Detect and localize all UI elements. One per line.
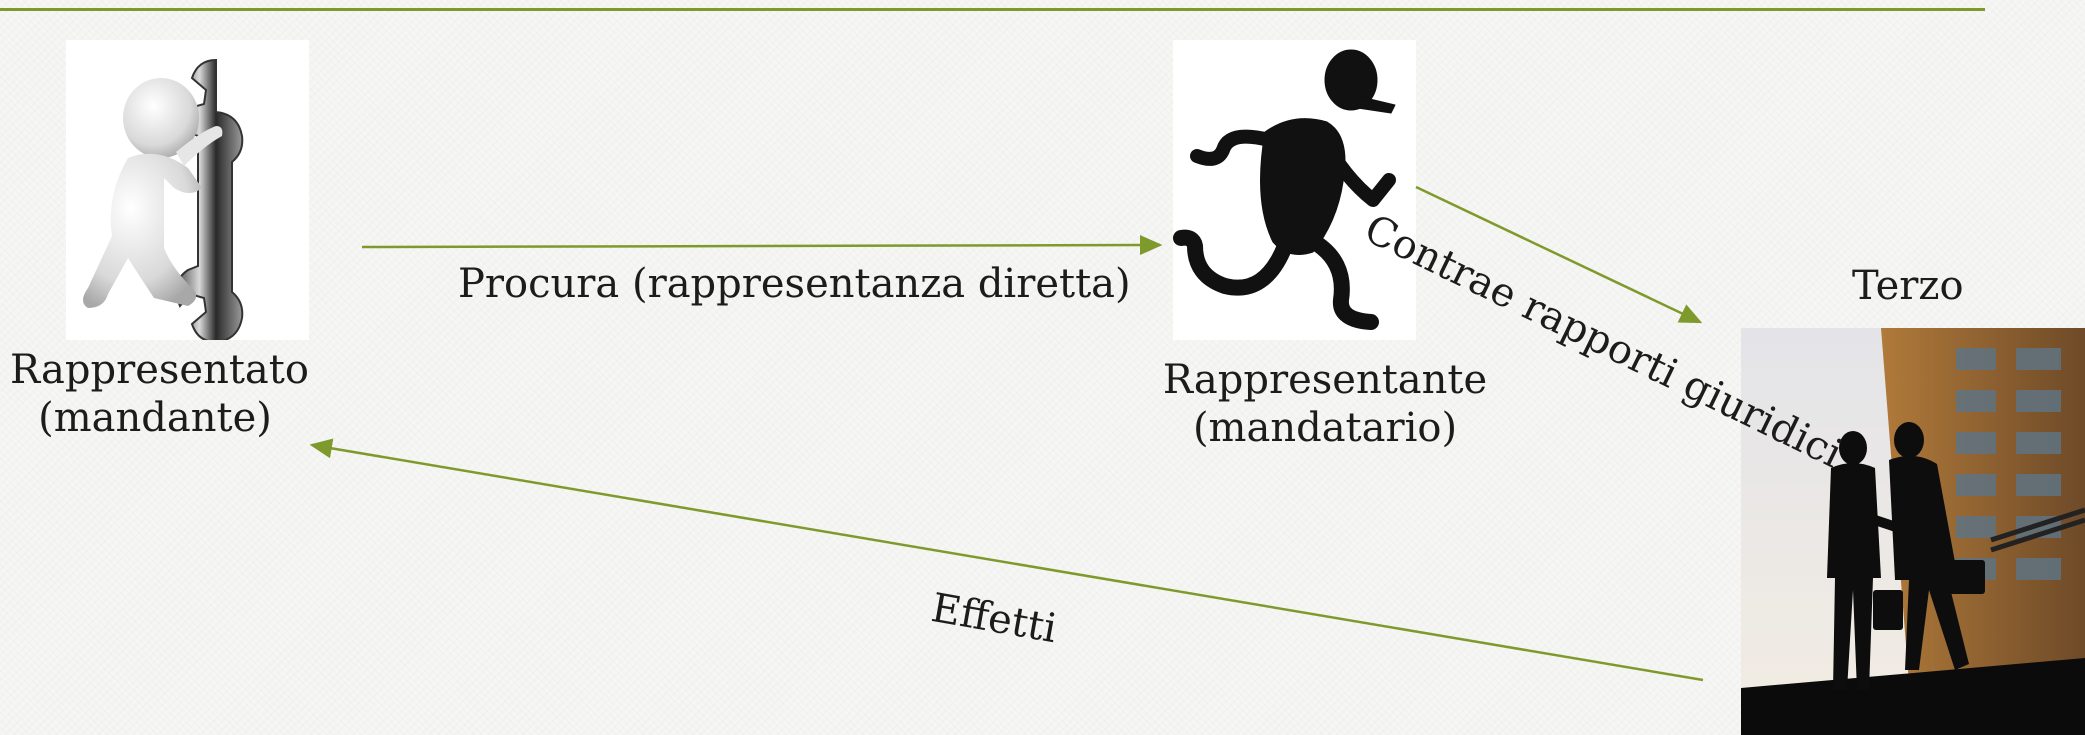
principal-label-line2: (mandante) bbox=[38, 395, 272, 441]
agent-label-line2: (mandatario) bbox=[1192, 405, 1458, 451]
running-man-icon bbox=[1173, 49, 1396, 330]
effects-edge-label: Effetti bbox=[927, 584, 1061, 653]
mandate-edge-label: Procura (rappresentanza diretta) bbox=[458, 261, 1131, 307]
principal-label: Rappresentato (mandante) bbox=[10, 346, 309, 442]
business-handshake-photo bbox=[1741, 328, 2085, 735]
principal-figure bbox=[66, 40, 309, 344]
person-with-wrench-icon bbox=[83, 58, 244, 344]
agent-label: Rappresentante (mandatario) bbox=[1160, 356, 1490, 452]
agent-label-line1: Rappresentante bbox=[1162, 357, 1488, 403]
top-accent-rule bbox=[0, 8, 1985, 11]
agent-figure bbox=[1173, 40, 1416, 340]
principal-label-line1: Rappresentato bbox=[10, 347, 309, 393]
mandate-arrow bbox=[361, 235, 1163, 256]
third-party-figure bbox=[1741, 328, 2085, 735]
third-party-label: Terzo bbox=[1852, 263, 1964, 309]
